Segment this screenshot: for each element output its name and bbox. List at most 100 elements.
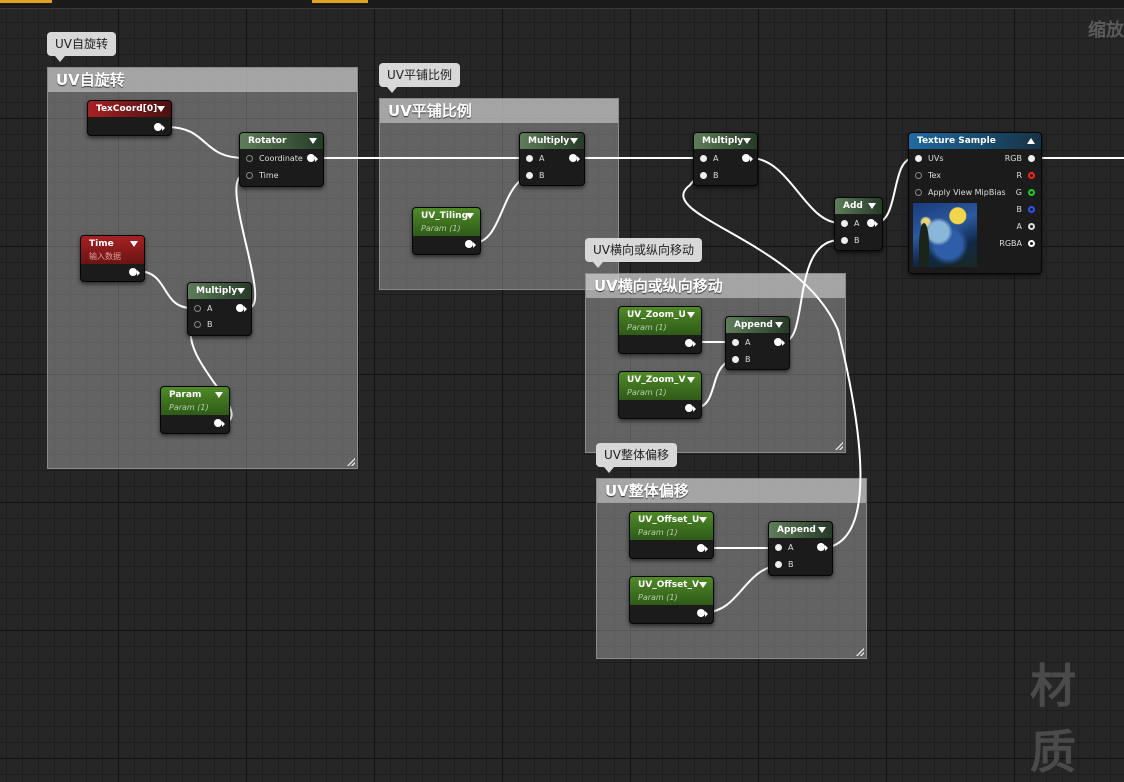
output-pin[interactable] (867, 219, 878, 228)
output-pin-r[interactable]: R (1016, 171, 1035, 181)
uv-zoom-v-node[interactable]: UV_Zoom_V Param (1) (618, 371, 702, 419)
pin-icon (1028, 155, 1035, 162)
collapse-arrow-icon[interactable] (699, 582, 707, 588)
input-pin-a[interactable]: A (700, 154, 718, 164)
collapse-arrow-icon[interactable] (570, 138, 578, 144)
input-pin-mipbias[interactable]: Apply View MipBias (915, 188, 1006, 198)
input-pin-a[interactable]: A (194, 304, 212, 314)
input-pin-b[interactable]: B (194, 320, 213, 330)
output-pin[interactable] (465, 240, 476, 249)
input-pin-a[interactable]: A (775, 543, 793, 553)
comment-bubble[interactable]: UV整体偏移 (596, 443, 677, 473)
collapse-arrow-icon[interactable] (237, 288, 245, 294)
node-subtitle: Param (1) (638, 593, 678, 602)
node-subtitle: Param (1) (169, 403, 209, 412)
input-pin-b[interactable]: B (775, 560, 794, 570)
collapse-arrow-icon[interactable] (687, 312, 695, 318)
node-title: UV_Zoom_V (627, 375, 686, 385)
active-tab-indicator[interactable] (312, 0, 368, 3)
node-subtitle: 输入数据 (89, 252, 121, 261)
comment-title: UV自旋转 (48, 68, 357, 92)
output-pin[interactable] (817, 543, 828, 552)
collapse-arrow-icon[interactable] (868, 203, 876, 209)
multiply-node[interactable]: Multiply A B (519, 132, 585, 186)
output-pin[interactable] (569, 154, 580, 163)
pin-icon (1028, 172, 1035, 179)
input-pin-b[interactable]: B (841, 236, 860, 246)
collapse-arrow-icon[interactable] (130, 241, 138, 247)
input-pin-a[interactable]: A (732, 338, 750, 348)
collapse-arrow-icon[interactable] (1027, 138, 1035, 144)
input-pin-b[interactable]: B (526, 171, 545, 181)
node-title: Multiply (702, 136, 744, 146)
node-subtitle: Param (1) (627, 388, 667, 397)
multiply-node[interactable]: Multiply A B (187, 282, 252, 336)
output-pin[interactable] (307, 154, 318, 163)
wire (749, 157, 841, 224)
input-pin-b[interactable]: B (732, 355, 751, 365)
collapse-arrow-icon[interactable] (818, 527, 826, 533)
input-pin-b[interactable]: B (700, 171, 719, 181)
node-subtitle: Param (1) (627, 323, 667, 332)
resize-handle[interactable] (347, 458, 355, 466)
input-pin-a[interactable]: A (526, 154, 544, 164)
comment-bubble[interactable]: UV横向或纵向移动 (585, 238, 702, 268)
node-title: Add (843, 201, 863, 211)
resize-handle[interactable] (835, 442, 843, 450)
collapse-arrow-icon[interactable] (699, 517, 707, 523)
pin-icon (700, 155, 707, 162)
collapse-arrow-icon[interactable] (687, 377, 695, 383)
multiply-node[interactable]: Multiply A B (693, 132, 758, 186)
input-pin-a[interactable]: A (841, 219, 859, 229)
output-pin[interactable] (697, 609, 708, 618)
active-tab-indicator[interactable] (0, 0, 52, 3)
output-pin[interactable] (685, 404, 696, 413)
collapse-arrow-icon[interactable] (157, 106, 165, 112)
pin-icon (841, 220, 848, 227)
output-pin[interactable] (154, 123, 165, 132)
input-pin-uvs[interactable]: UVs (915, 154, 944, 164)
collapse-arrow-icon[interactable] (743, 138, 751, 144)
comment-bubble[interactable]: UV平铺比例 (379, 63, 460, 93)
output-pin-rgb[interactable]: RGB (1005, 154, 1035, 164)
input-pin-coordinate[interactable]: Coordinate (246, 154, 303, 164)
collapse-arrow-icon[interactable] (466, 213, 474, 219)
append-node[interactable]: Append A B (768, 521, 833, 576)
pin-icon (1028, 240, 1035, 247)
comment-bubble[interactable]: UV自旋转 (47, 32, 116, 62)
pin-icon (246, 172, 253, 179)
comment-box-uv-tiling[interactable]: UV平铺比例 (379, 98, 619, 290)
texcoord-node[interactable]: TexCoord[0] (87, 100, 172, 136)
output-pin[interactable] (214, 419, 225, 428)
pin-icon (915, 189, 922, 196)
input-pin-tex[interactable]: Tex (915, 171, 941, 181)
resize-handle[interactable] (856, 648, 864, 656)
pin-icon (915, 155, 922, 162)
output-pin[interactable] (685, 339, 696, 348)
add-node[interactable]: Add A B (834, 197, 883, 251)
input-pin-time[interactable]: Time (246, 171, 279, 181)
rotator-node[interactable]: Rotator Coordinate Time (239, 132, 324, 187)
texture-sample-node[interactable]: Texture Sample UVs Tex Apply View MipBia… (908, 132, 1042, 274)
output-pin[interactable] (697, 544, 708, 553)
output-pin[interactable] (742, 154, 753, 163)
output-pin-a[interactable]: A (1017, 222, 1035, 232)
append-node[interactable]: Append A B (725, 316, 790, 370)
output-pin[interactable] (129, 268, 140, 277)
node-title: TexCoord[0] (96, 104, 158, 114)
output-pin-rgba[interactable]: RGBA (999, 239, 1035, 249)
pin-icon (915, 172, 922, 179)
output-pin-g[interactable]: G (1016, 188, 1035, 198)
output-pin[interactable] (774, 338, 785, 347)
collapse-arrow-icon[interactable] (775, 322, 783, 328)
output-pin-b[interactable]: B (1017, 205, 1035, 215)
collapse-arrow-icon[interactable] (215, 392, 223, 398)
output-pin[interactable] (236, 304, 247, 313)
collapse-arrow-icon[interactable] (309, 138, 317, 144)
